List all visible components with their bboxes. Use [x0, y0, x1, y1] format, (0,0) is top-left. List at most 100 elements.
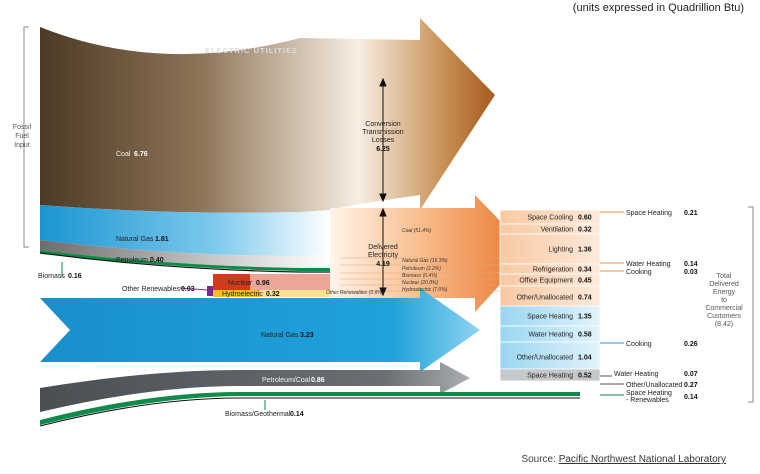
electricity-flow: [330, 195, 530, 312]
biomass-util-value: 0.16: [68, 273, 82, 280]
biomass-geo-name: Biomass/Geothermal: [225, 411, 291, 418]
deliv-line-2: Electricity: [368, 252, 398, 259]
conv-line-2: Transmission: [362, 129, 403, 136]
elec-label-1: Ventilation: [541, 227, 573, 234]
pet-value-0: 0.52: [578, 373, 592, 380]
source-note: Source: Pacific Northwest National Labor…: [521, 454, 726, 465]
biomass-util-label: Biomass 0.16: [38, 273, 82, 280]
mix-hydro: Hydroelectric (7.0%): [402, 287, 448, 293]
gas-label-1: Water Heating: [529, 332, 574, 339]
total-line-5: Commercial: [705, 305, 743, 312]
right-renew-line-2: - Renewables: [626, 397, 669, 404]
elec-value-5: 0.74: [578, 295, 592, 302]
hydro-label: Hydroelectric 0.32: [222, 291, 280, 298]
total-line-1: Total: [717, 273, 732, 280]
gas-util-flow: [40, 205, 330, 256]
pet-label-0: Space Heating: [527, 373, 573, 380]
util-baseline: [39, 252, 330, 273]
pet-coal-name: Petroleum/Coal: [262, 377, 311, 384]
biomass-geo-label: Biomass/Geothermal 0.14: [225, 411, 304, 418]
other-renew-value: 0.03: [181, 286, 195, 293]
petroleum-end-uses: Space Heating 0.52: [499, 368, 601, 382]
gas-label: Natural Gas 3.23: [261, 332, 314, 339]
fossil-word-2: Fuel: [15, 133, 29, 140]
biomass-geo-value: 0.14: [290, 411, 304, 418]
mix-nuclear: Nuclear (20.8%): [402, 280, 438, 286]
right-space-heating-1: Space Heating: [626, 210, 672, 217]
pet-coal-value: 0.86: [311, 377, 325, 384]
total-bracket: [748, 206, 754, 403]
mix-biomass: Biomass (0.4%): [402, 273, 438, 279]
gas-value-2: 1.04: [578, 355, 592, 362]
gas-util-name: Natural Gas: [116, 236, 154, 243]
elec-value-3: 0.34: [578, 267, 592, 274]
fossil-word-1: Fossil: [13, 124, 32, 131]
gas-tail: [40, 298, 70, 362]
electric-utilities-label: ELECTRIC UTILITIES: [205, 46, 298, 55]
right-cooking-2: Cooking: [626, 341, 652, 348]
hydro-name: Hydroelectric: [222, 291, 263, 298]
mix-petroleum: Petroleum (2.2%): [402, 266, 441, 272]
conv-value: 6.25: [376, 146, 390, 153]
right-labels: Space Heating 0.21 Water Heating 0.14 Co…: [614, 210, 698, 404]
source-prefix: Source:: [521, 454, 556, 465]
right-cooking-1: Cooking: [626, 269, 652, 276]
coal-flow: [40, 18, 495, 213]
petroleum-util-flow: [40, 240, 330, 268]
right-water-heating-1: Water Heating: [626, 261, 671, 268]
nuclear-value: 0.96: [256, 280, 270, 287]
elec-value-1: 0.32: [578, 227, 592, 234]
electricity-mix-labels: Coal (51.4%) Natural Gas (16.3%) Petrole…: [326, 228, 448, 296]
deliv-line-1: Delivered: [368, 244, 398, 251]
right-other: Other/Unallocated: [626, 382, 683, 389]
right-space-heating-1-value: 0.21: [684, 210, 698, 217]
fossil-bracket: [23, 26, 29, 248]
hydro-value: 0.32: [266, 291, 280, 298]
leader-lines: [61, 211, 624, 410]
gas-name: Natural Gas: [261, 332, 299, 339]
total-line-4: to: [721, 297, 727, 304]
gas-value: 3.23: [300, 332, 314, 339]
right-renew-line-1: Space Heating: [626, 390, 672, 397]
conv-line-1: Conversion: [365, 121, 401, 128]
elec-label-5: Other/Unallocated: [517, 295, 574, 302]
nuclear-name: Nuclear: [228, 280, 253, 287]
conv-line-3: Losses: [372, 137, 395, 144]
total-line-3: Energy: [713, 289, 736, 296]
source-link[interactable]: Pacific Northwest National Laboratory: [558, 454, 726, 465]
right-renew-value: 0.14: [684, 394, 698, 401]
conversion-losses-label: Conversion Transmission Losses 6.25: [362, 121, 403, 153]
right-cooking-1-value: 0.03: [684, 269, 698, 276]
biomass-util-name: Biomass: [38, 273, 65, 280]
pet-util-name: Petroleum: [116, 257, 148, 264]
petroleum-coal-label: Petroleum/Coal 0.86: [262, 377, 325, 384]
right-water-heating-2-value: 0.07: [684, 371, 698, 378]
gas-util-label: Natural Gas 1.81: [116, 236, 169, 243]
elec-value-4: 0.45: [578, 278, 592, 285]
nuclear-label: Nuclear 0.96: [228, 280, 270, 287]
units-note: (units expressed in Quadrillion Btu): [572, 2, 744, 14]
delivered-electricity-label: Delivered Electricity 4.19: [368, 244, 398, 268]
mix-coal: Coal (51.4%): [402, 228, 432, 234]
fossil-fuel-label: Fossil Fuel Input: [13, 124, 32, 149]
other-renew-label: Other Renewables 0.03: [122, 286, 195, 293]
elec-label-2: Lighting: [548, 247, 573, 254]
pet-util-value: 0.40: [150, 257, 164, 264]
gas-util-value: 1.81: [155, 236, 169, 243]
conversion-losses-marker: [379, 77, 387, 297]
elec-box-2: [499, 233, 601, 265]
total-value: (8.42): [715, 321, 733, 328]
biomass-geo-edge: [39, 397, 580, 427]
mix-gas: Natural Gas (16.3%): [402, 258, 448, 264]
pet-box-0: [499, 368, 601, 382]
nuclear-fade: [250, 274, 330, 290]
coal-value: 6.76: [134, 151, 148, 158]
gas-value-0: 1.35: [578, 314, 592, 321]
gas-label-2: Other/Unallocated: [517, 355, 574, 362]
coal-name: Coal: [116, 151, 131, 158]
fossil-word-3: Input: [14, 142, 30, 149]
